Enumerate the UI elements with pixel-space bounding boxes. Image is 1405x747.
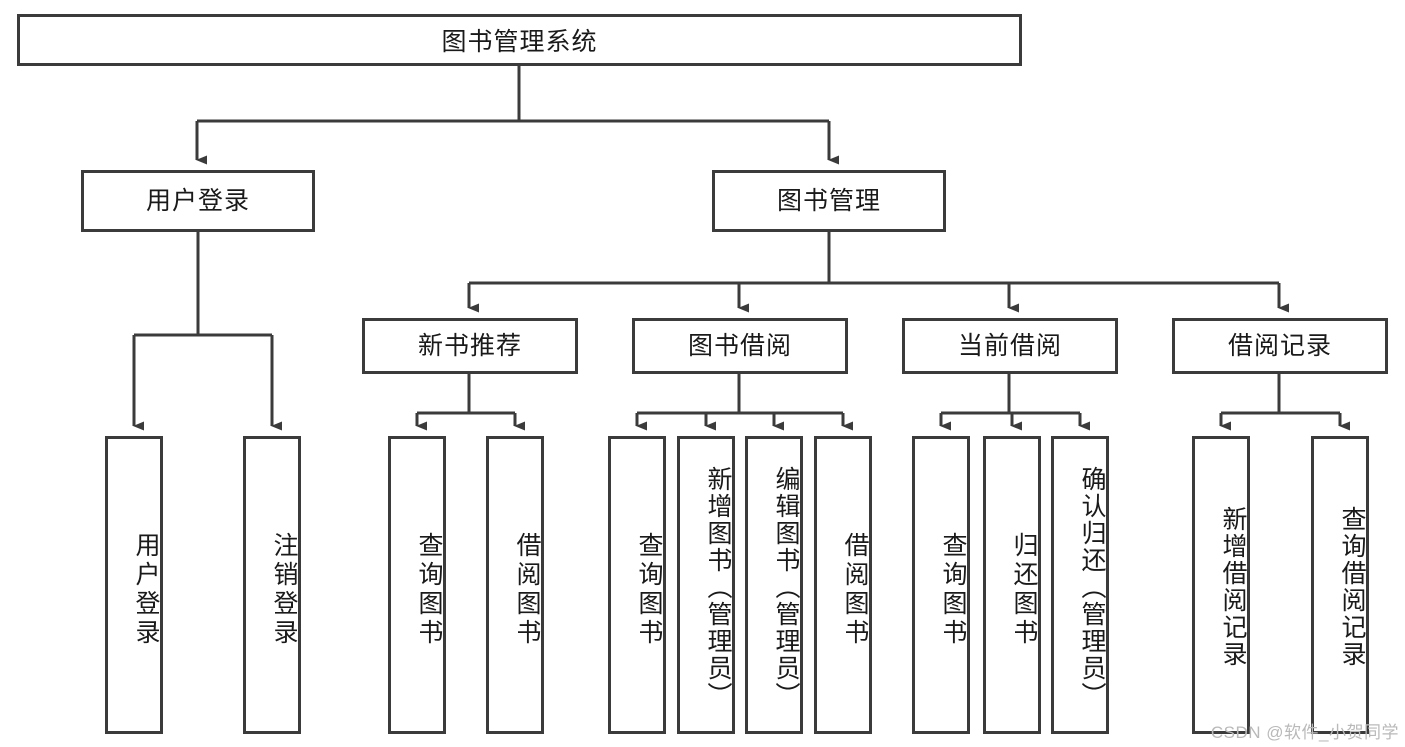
node-user-login-label: 用户登录: [145, 187, 250, 215]
node-user-login-leaf[interactable]: 用户登录: [105, 436, 163, 734]
node-borrow-book-2-label: 借阅图书: [841, 532, 869, 648]
node-new-book-recommend[interactable]: 新书推荐: [362, 318, 578, 374]
node-borrow-book-1-label: 借阅图书: [513, 532, 541, 648]
node-add-book-admin-label: 新增图书（管理员）: [704, 465, 732, 709]
node-return-book-label: 归还图书: [1010, 532, 1038, 648]
node-confirm-return-admin[interactable]: 确认归还（管理员）: [1051, 436, 1109, 734]
node-return-book[interactable]: 归还图书: [983, 436, 1041, 734]
node-edit-book-admin[interactable]: 编辑图书（管理员）: [745, 436, 803, 734]
node-add-borrow-record[interactable]: 新增借阅记录: [1192, 436, 1250, 734]
node-book-borrow-label: 图书借阅: [687, 332, 792, 360]
node-book-manage[interactable]: 图书管理: [712, 170, 946, 232]
node-query-book-2[interactable]: 查询图书: [608, 436, 666, 734]
node-add-borrow-record-label: 新增借阅记录: [1219, 506, 1247, 668]
node-current-borrow-label: 当前借阅: [957, 332, 1062, 360]
node-query-borrow-record[interactable]: 查询借阅记录: [1311, 436, 1369, 734]
node-query-book-1[interactable]: 查询图书: [388, 436, 446, 734]
node-logout-leaf-label: 注销登录: [270, 532, 298, 648]
node-edit-book-admin-label: 编辑图书（管理员）: [772, 465, 800, 709]
node-user-login-leaf-label: 用户登录: [132, 532, 160, 648]
node-borrow-book-2[interactable]: 借阅图书: [814, 436, 872, 734]
node-borrow-book-1[interactable]: 借阅图书: [486, 436, 544, 734]
node-query-borrow-record-label: 查询借阅记录: [1338, 506, 1366, 668]
watermark: CSDN @软件_小贺同学: [1210, 723, 1399, 742]
node-new-book-recommend-label: 新书推荐: [417, 332, 522, 360]
node-query-book-1-label: 查询图书: [415, 532, 443, 648]
node-query-book-3[interactable]: 查询图书: [912, 436, 970, 734]
node-logout-leaf[interactable]: 注销登录: [243, 436, 301, 734]
node-book-manage-label: 图书管理: [776, 187, 881, 215]
node-book-borrow[interactable]: 图书借阅: [632, 318, 848, 374]
node-borrow-record-label: 借阅记录: [1227, 332, 1332, 360]
node-current-borrow[interactable]: 当前借阅: [902, 318, 1118, 374]
node-user-login[interactable]: 用户登录: [81, 170, 315, 232]
node-borrow-record[interactable]: 借阅记录: [1172, 318, 1388, 374]
node-confirm-return-admin-label: 确认归还（管理员）: [1078, 465, 1106, 709]
node-add-book-admin[interactable]: 新增图书（管理员）: [677, 436, 735, 734]
node-query-book-3-label: 查询图书: [939, 532, 967, 648]
node-root-label: 图书管理系统: [441, 28, 598, 56]
node-root[interactable]: 图书管理系统: [17, 14, 1022, 66]
node-query-book-2-label: 查询图书: [635, 532, 663, 648]
